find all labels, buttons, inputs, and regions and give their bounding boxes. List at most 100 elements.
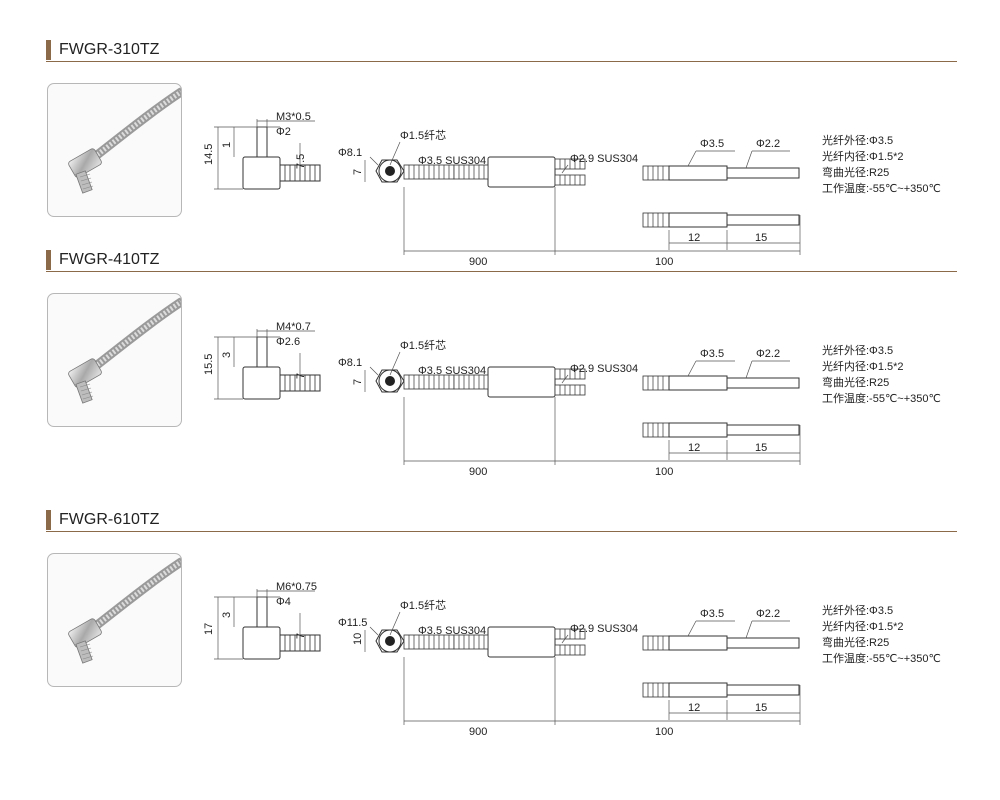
head-diameter-label: Φ11.5: [338, 617, 367, 629]
spec-outer-diameter: 光纤外径:Φ3.5: [822, 135, 894, 147]
spec-inner-diameter: 光纤内径:Φ1.5*2: [822, 361, 904, 373]
fiber-core: [385, 636, 395, 646]
side-view: M6*0.75 Φ4 17 3 7: [203, 581, 321, 660]
section-divider: [46, 531, 957, 532]
product-section: FWGR-310TZ: [0, 40, 1000, 268]
probe-sleeve-upper: [668, 635, 728, 651]
main-length-label: 900: [469, 256, 487, 268]
probe-len-b-label: 15: [755, 232, 767, 244]
probe-sleeve-lower: [668, 682, 728, 698]
model-title: FWGR-410TZ: [59, 251, 160, 268]
section-divider: [46, 271, 957, 272]
spec-list: 光纤外径:Φ3.5 光纤内径:Φ1.5*2 弯曲光径:R25 工作温度:-55℃…: [822, 133, 992, 197]
tube-height-label: 7: [295, 373, 307, 379]
front-view: Φ11.5 10 Φ1.5纤芯 Φ3.5 SUS304: [338, 598, 486, 653]
fiber-core: [385, 376, 395, 386]
fiber-probe-image: [68, 557, 181, 664]
thread-label: M3*0.5: [276, 111, 311, 123]
probe-dia-a-label: Φ3.5: [700, 348, 724, 360]
tip-diameter-label: Φ2.6: [276, 336, 300, 348]
thread-label: M4*0.7: [276, 321, 311, 333]
connector-body: [242, 366, 281, 400]
product-photo: [47, 293, 182, 427]
probe-tip-upper: [726, 637, 800, 649]
probe-tip-lower: [726, 684, 800, 696]
spec-temperature: 工作温度:-55℃~+350℃: [822, 393, 941, 405]
threaded-tip: [256, 336, 268, 368]
main-length-label: 900: [469, 466, 487, 478]
head-height-label: 7: [352, 379, 364, 385]
threaded-tip: [256, 126, 268, 158]
connector-body: [242, 626, 281, 660]
technical-drawing: M3*0.5 Φ2 14.5 1 7.5 Φ8.1 7: [203, 111, 801, 268]
probe-dia-b-label: Φ2.2: [756, 348, 780, 360]
main-cable: Φ2.9 SUS304: [403, 623, 638, 658]
probe-ends: Φ3.5 Φ2.2 12 15: [642, 608, 800, 720]
spec-outer-diameter: 光纤外径:Φ3.5: [822, 605, 894, 617]
spec-inner-diameter: 光纤内径:Φ1.5*2: [822, 151, 904, 163]
spec-temperature: 工作温度:-55℃~+350℃: [822, 183, 941, 195]
tip-length-label: 3: [221, 352, 233, 358]
splitter-sleeve: [487, 366, 556, 398]
length-dimensions: 900 100: [403, 657, 801, 738]
tube-height-label: 7.5: [295, 154, 307, 169]
tube-height-label: 7: [295, 633, 307, 639]
total-height-label: 15.5: [203, 354, 215, 375]
tip-diameter-label: Φ2: [276, 126, 291, 138]
sheath-main-label: Φ3.5 SUS304: [418, 625, 486, 637]
end-length-label: 100: [655, 726, 673, 738]
tip-length-label: 1: [221, 142, 233, 148]
front-view: Φ8.1 7 Φ1.5纤芯 Φ3.5 SUS304: [338, 128, 486, 183]
section-accent-bar: [46, 250, 51, 270]
thread-label: M6*0.75: [276, 581, 317, 593]
probe-dia-a-label: Φ3.5: [700, 138, 724, 150]
core-label: Φ1.5纤芯: [400, 128, 446, 142]
side-view: M4*0.7 Φ2.6 15.5 3 7: [203, 321, 321, 400]
side-view: M3*0.5 Φ2 14.5 1 7.5: [203, 111, 321, 190]
total-height-label: 14.5: [203, 144, 215, 165]
head-diameter-label: Φ8.1: [338, 357, 362, 369]
head-height-label: 7: [352, 169, 364, 175]
probe-sleeve-lower: [668, 212, 728, 228]
spec-bend-radius: 弯曲光径:R25: [822, 167, 890, 179]
length-dimensions: 900 100: [403, 397, 801, 478]
probe-tip-lower: [726, 214, 800, 226]
spec-bend-radius: 弯曲光径:R25: [822, 637, 890, 649]
splitter-sleeve: [487, 626, 556, 658]
probe-len-a-label: 12: [688, 442, 700, 454]
probe-len-b-label: 15: [755, 442, 767, 454]
product-section: FWGR-410TZ: [0, 250, 1000, 478]
sheath-main-label: Φ3.5 SUS304: [418, 155, 486, 167]
head-diameter-label: Φ8.1: [338, 147, 362, 159]
product-photo: [47, 83, 182, 217]
tip-length-label: 3: [221, 612, 233, 618]
section-accent-bar: [46, 510, 51, 530]
probe-dia-a-label: Φ3.5: [700, 608, 724, 620]
spec-list: 光纤外径:Φ3.5 光纤内径:Φ1.5*2 弯曲光径:R25 工作温度:-55℃…: [822, 343, 992, 407]
probe-len-a-label: 12: [688, 232, 700, 244]
spec-inner-diameter: 光纤内径:Φ1.5*2: [822, 621, 904, 633]
front-view: Φ8.1 7 Φ1.5纤芯 Φ3.5 SUS304: [338, 338, 486, 393]
sheath-main-label: Φ3.5 SUS304: [418, 365, 486, 377]
probe-sleeve-lower: [668, 422, 728, 438]
spec-list: 光纤外径:Φ3.5 光纤内径:Φ1.5*2 弯曲光径:R25 工作温度:-55℃…: [822, 603, 992, 667]
probe-tip-upper: [726, 377, 800, 389]
core-label: Φ1.5纤芯: [400, 598, 446, 612]
sheath-end-label: Φ2.9 SUS304: [570, 363, 638, 375]
probe-len-b-label: 15: [755, 702, 767, 714]
probe-tip-lower: [726, 424, 800, 436]
sheath-end-label: Φ2.9 SUS304: [570, 623, 638, 635]
probe-dia-b-label: Φ2.2: [756, 608, 780, 620]
probe-sleeve-upper: [668, 375, 728, 391]
model-title: FWGR-610TZ: [59, 511, 160, 528]
length-dimensions: 900 100: [403, 187, 801, 268]
probe-tip-upper: [726, 167, 800, 179]
core-label: Φ1.5纤芯: [400, 338, 446, 352]
main-cable: Φ2.9 SUS304: [403, 363, 638, 398]
technical-drawing: M6*0.75 Φ4 17 3 7 Φ11.5 10: [203, 581, 801, 738]
spec-bend-radius: 弯曲光径:R25: [822, 377, 890, 389]
fiber-core: [385, 166, 395, 176]
total-height-label: 17: [203, 623, 215, 635]
sheath-end-label: Φ2.9 SUS304: [570, 153, 638, 165]
tip-diameter-label: Φ4: [276, 596, 291, 608]
